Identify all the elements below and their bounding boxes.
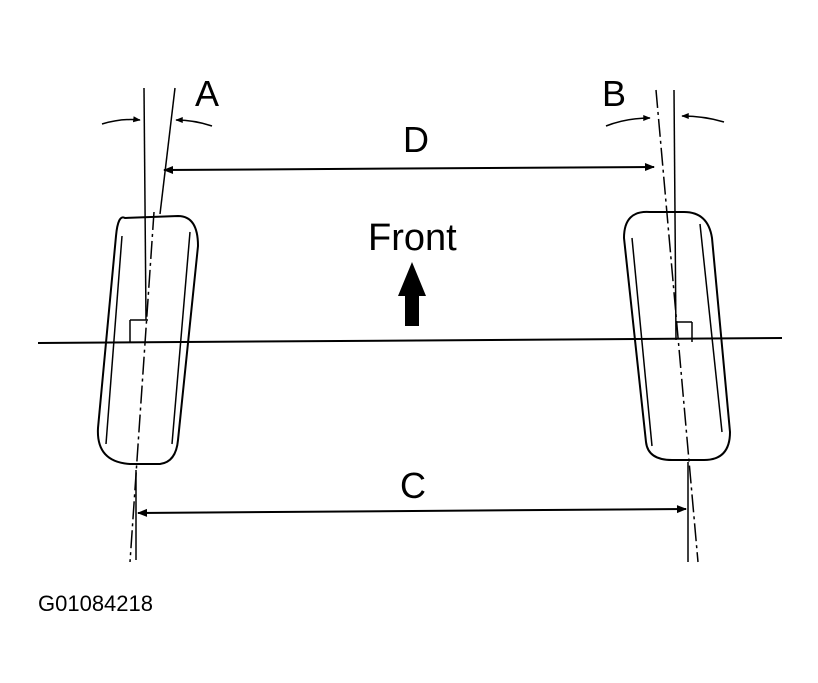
right-tire-sidewall-outer — [699, 223, 723, 433]
figure-code: G01084218 — [38, 591, 153, 616]
label-angle-a: A — [195, 73, 219, 114]
label-distance-d: D — [403, 119, 429, 160]
right-tire-sidewall-inner — [631, 237, 653, 447]
label-angle-b: B — [602, 73, 626, 114]
right-wheel-centerline — [655, 89, 699, 563]
angle-b-arc-left — [605, 115, 651, 127]
angle-a-arc-right — [175, 117, 213, 127]
left-tire-outline — [96, 214, 200, 465]
left-tire-sidewall-inner — [105, 235, 123, 445]
left-reference-line — [143, 87, 147, 321]
right-tire-outline — [622, 210, 732, 461]
angle-a-arc-left — [101, 116, 141, 125]
label-distance-c: C — [400, 465, 426, 506]
axle-centerline — [37, 337, 783, 344]
angle-b-arc-right — [681, 113, 725, 123]
dimension-c-line — [137, 505, 687, 517]
front-arrow-icon — [398, 262, 426, 326]
label-front: Front — [368, 217, 457, 259]
left-wheel — [96, 87, 200, 563]
left-wheel-centerline — [129, 211, 155, 563]
right-reference-line — [673, 89, 677, 341]
right-wheel — [622, 89, 732, 563]
dimension-d-line — [163, 163, 655, 174]
angle-a-toe-line — [159, 87, 176, 215]
left-tire-sidewall-outer — [171, 231, 191, 445]
